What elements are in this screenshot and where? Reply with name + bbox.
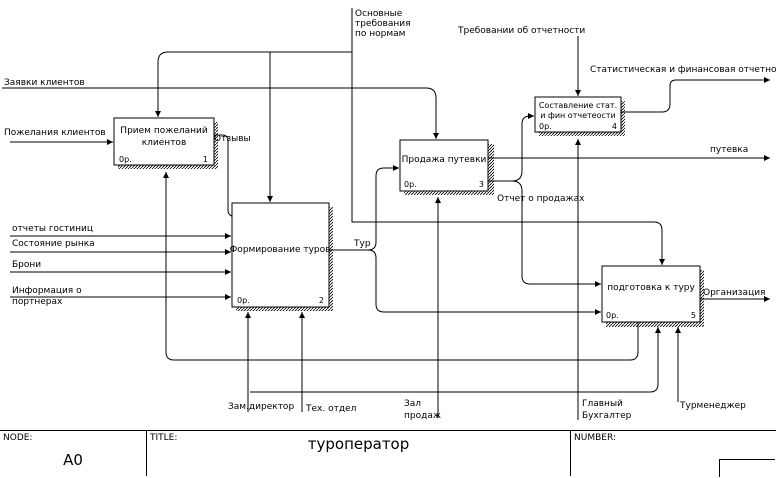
arrow-chief-acc-b5 <box>250 327 661 393</box>
label-stat-fin: Статистическая и финансовая отчетность <box>590 65 776 75</box>
label-organization: Организация <box>703 288 765 298</box>
footer-node-value: A0 <box>63 451 83 469</box>
box-b3: Продажа путевки 0р. 3 <box>399 139 489 192</box>
box-b2: Формирование туров 0р. 2 <box>230 202 331 308</box>
box-b4-title-1: Составление стат. <box>539 101 617 110</box>
box-b1-number: 1 <box>203 155 208 164</box>
box-b1-title-2: клиентов <box>142 138 187 148</box>
arrow-tour-b3 <box>329 165 399 251</box>
footer-number-label: NUMBER: <box>574 433 616 443</box>
arrow-req-norms-b5 <box>351 52 665 265</box>
label-feedback: Отзывы <box>214 134 251 144</box>
arrow-loop-b1 <box>163 172 639 361</box>
arrow-sales-report-b5 <box>511 180 601 287</box>
label-client-requests: Заявки клиентов <box>4 78 85 88</box>
label-chief-acc-1: Главный <box>582 399 623 409</box>
box-b5-op: 0р. <box>606 311 619 320</box>
label-sales-hall-1: Зал <box>404 399 421 409</box>
label-tour: Тур <box>353 239 371 249</box>
box-b4: Составление стат. и фин отчетеости 0р. 4 <box>534 96 622 133</box>
arrow-tour-b5 <box>367 249 601 315</box>
box-b2-title-1: Формирование туров <box>230 245 331 255</box>
label-partner-info-2: портнерах <box>12 297 63 307</box>
label-chief-acc-2: Бухгалтер <box>582 411 632 421</box>
footer-title-cell: TITLE: туроператор <box>146 430 570 476</box>
label-market-state: Состояние рынка <box>12 239 95 249</box>
box-b5-number: 5 <box>691 311 696 320</box>
box-b1-title-1: Прием пожеланий <box>120 126 208 136</box>
label-req-norms-2: требования <box>355 19 411 29</box>
label-voucher: путевка <box>710 145 748 155</box>
footer-title-value: туроператор <box>307 435 410 453</box>
label-req-norms-1: Основные <box>355 9 403 19</box>
arrow-client-requests <box>2 87 439 139</box>
arrow-labels: Основные требования по нормам Требовании… <box>4 9 776 421</box>
label-sales-hall-2: продаж <box>404 411 441 421</box>
label-req-norms-3: по нормам <box>355 29 405 39</box>
box-b2-op: 0р. <box>237 296 250 305</box>
box-b4-title-2: и фин отчетеости <box>540 111 616 120</box>
box-b2-number: 2 <box>319 296 324 305</box>
label-tech-dept: Тех. отдел <box>305 404 356 414</box>
label-deputy-director: Зам.директор <box>228 402 294 412</box>
footer-title-label: TITLE: <box>150 433 178 443</box>
box-b3-title-1: Продажа путевки <box>402 155 487 165</box>
box-b5: подготовка к туру 0р. 5 <box>601 265 701 323</box>
arrow-sales-report-b4 <box>488 113 534 182</box>
label-partner-info-1: Информация о <box>12 286 82 296</box>
footer-number-cell: NUMBER: <box>570 430 776 477</box>
box-b1-op: 0р. <box>119 155 132 164</box>
footer-node-label: NODE: <box>3 433 33 443</box>
box-b4-op: 0р. <box>539 122 552 131</box>
label-client-wishes: Пожелания клиентов <box>4 128 106 138</box>
arrow-stat-fin <box>620 77 770 113</box>
idef0-footer: NODE: A0 TITLE: туроператор NUMBER: <box>0 430 776 478</box>
footer-node-cell: NODE: A0 <box>0 430 146 476</box>
label-bookings: Брони <box>12 260 41 270</box>
box-b1: Прием пожеланий клиентов 0р. 1 <box>113 117 215 166</box>
box-b5-title-1: подготовка к туру <box>607 283 695 293</box>
label-hotel-reports: отчеты гостиниц <box>12 224 93 234</box>
box-b3-op: 0р. <box>404 180 417 189</box>
label-req-report: Требовании об отчетности <box>457 26 585 36</box>
box-b3-number: 3 <box>479 180 484 189</box>
arrows <box>2 8 770 420</box>
arrow-req-norms <box>155 8 353 117</box>
box-b4-number: 4 <box>612 122 617 131</box>
footer-number-box <box>719 459 775 477</box>
idef0-diagram: Прием пожеланий клиентов 0р. 1 Формирова… <box>2 8 776 421</box>
label-sales-report: Отчет о продажах <box>497 194 585 204</box>
function-boxes: Прием пожеланий клиентов 0р. 1 Формирова… <box>113 96 701 323</box>
label-tour-manager: Турменеджер <box>679 401 746 411</box>
